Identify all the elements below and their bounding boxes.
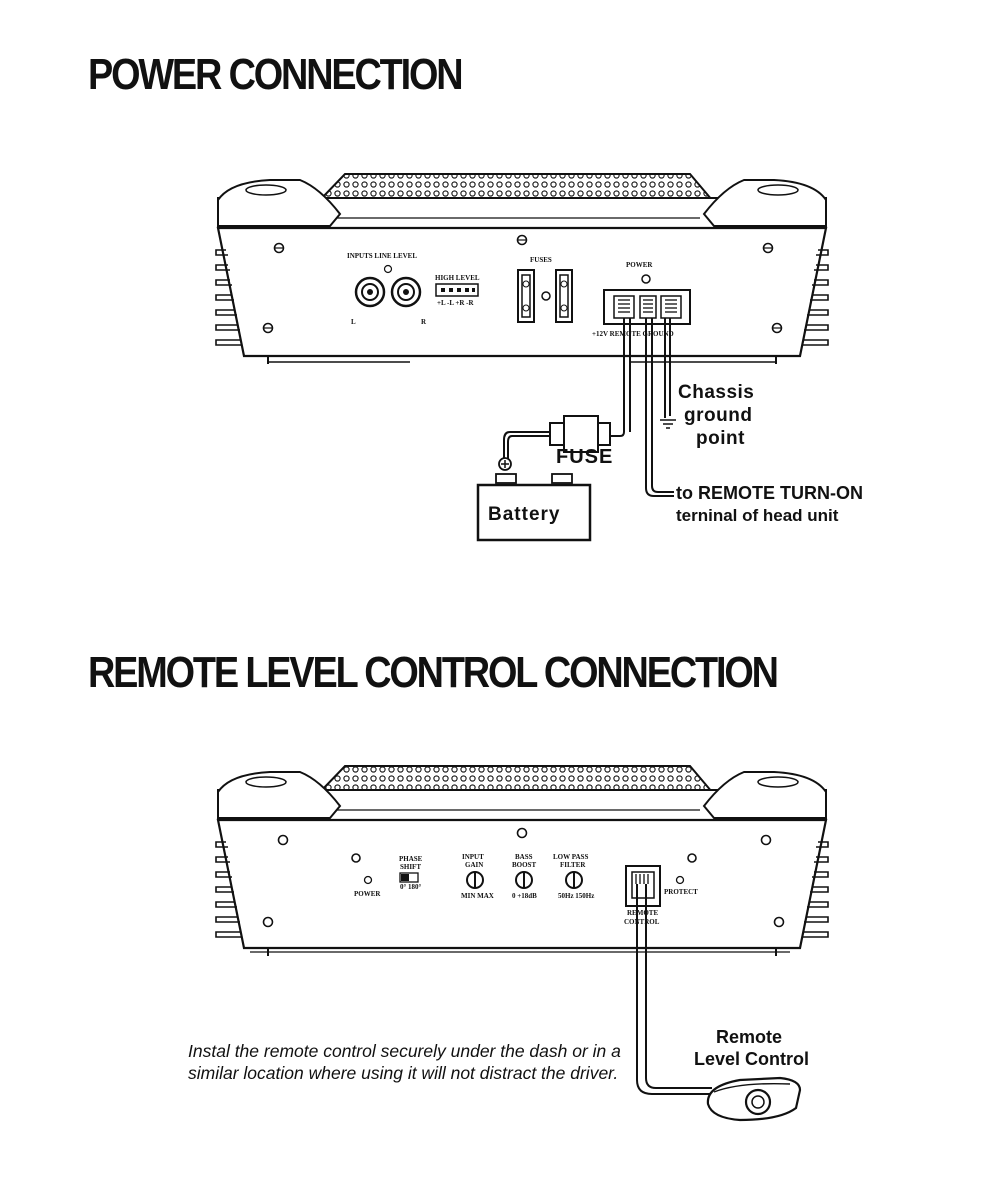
power-led-label: POWER: [354, 890, 381, 898]
power-wiring: [503, 318, 674, 497]
remote-label-2: Level Control: [694, 1049, 809, 1069]
protect-led-label: PROTECT: [664, 888, 698, 896]
amplifier-front-panel: INPUTS LINE LEVEL L R HIGH LEVEL +L -L +…: [215, 173, 829, 364]
phase-label-1: PHASE: [399, 855, 423, 863]
bass-sub: 0 +18dB: [512, 892, 537, 900]
lpf-label-1: LOW PASS: [553, 853, 588, 861]
lpf-knob: [565, 871, 583, 889]
remote-turnon-label-2: terninal of head unit: [676, 506, 839, 525]
battery: [476, 457, 592, 542]
ground-icon: [660, 419, 676, 429]
power-led-icon: [363, 875, 373, 885]
remote-control-jack: [625, 865, 661, 907]
chassis-label-3: point: [696, 428, 745, 449]
remote-cable: [636, 884, 712, 1095]
chassis-label-1: Chassis: [678, 382, 754, 403]
lpf-sub: 50Hz 150Hz: [558, 892, 594, 900]
bass-knob: [515, 871, 533, 889]
lpf-label-2: FILTER: [560, 861, 586, 869]
high-level-connector: [435, 283, 479, 297]
fuse-label: FUSE: [556, 446, 613, 468]
battery-label: Battery: [488, 504, 560, 525]
power-connection-heading: POWER CONNECTION: [88, 50, 464, 99]
screw-icon: [262, 827, 785, 928]
fuses-label: FUSES: [530, 256, 552, 264]
gain-knob: [466, 871, 484, 889]
amplifier-control-panel: POWER PHASE SHIFT 0° 180° INPUT GAIN MIN…: [215, 765, 829, 956]
remote-jack-label-1: REMOTE: [627, 909, 658, 917]
phase-label-2: SHIFT: [400, 863, 421, 871]
remote-control-heading: REMOTE LEVEL CONTROL CONNECTION: [88, 648, 779, 697]
fuse-holder-left: [517, 269, 535, 323]
remote-level-control: [706, 1076, 802, 1122]
high-level-label: HIGH LEVEL: [435, 274, 480, 282]
power-terminal-labels: +12V REMOTE GROUND: [592, 330, 674, 338]
gain-sub: MIN MAX: [461, 892, 494, 900]
high-level-sub: +L -L +R -R: [437, 299, 475, 307]
right-label: R: [421, 318, 427, 326]
gain-label-1: INPUT: [462, 853, 484, 861]
bass-label-2: BOOST: [512, 861, 536, 869]
power-label: POWER: [626, 261, 653, 269]
inline-fuse: [549, 415, 611, 453]
protect-led-icon: [675, 875, 685, 885]
remote-turnon-label-1: to REMOTE TURN-ON: [676, 483, 863, 503]
left-label: L: [351, 318, 356, 326]
bass-label-1: BASS: [515, 853, 533, 861]
phase-sub: 0° 180°: [400, 883, 422, 891]
remote-jack-label-2: CONTROL: [624, 918, 660, 926]
power-terminal-block: [603, 289, 691, 325]
installation-note: Instal the remote control securely under…: [188, 1041, 621, 1083]
rca-right-jack: [390, 276, 422, 308]
gain-label-2: GAIN: [465, 861, 483, 869]
inputs-label: INPUTS LINE LEVEL: [347, 252, 417, 260]
remote-label-1: Remote: [716, 1027, 782, 1047]
chassis-label-2: ground: [684, 405, 752, 426]
phase-switch: [399, 872, 419, 883]
rca-left-jack: [354, 276, 386, 308]
fuse-holder-right: [555, 269, 573, 323]
